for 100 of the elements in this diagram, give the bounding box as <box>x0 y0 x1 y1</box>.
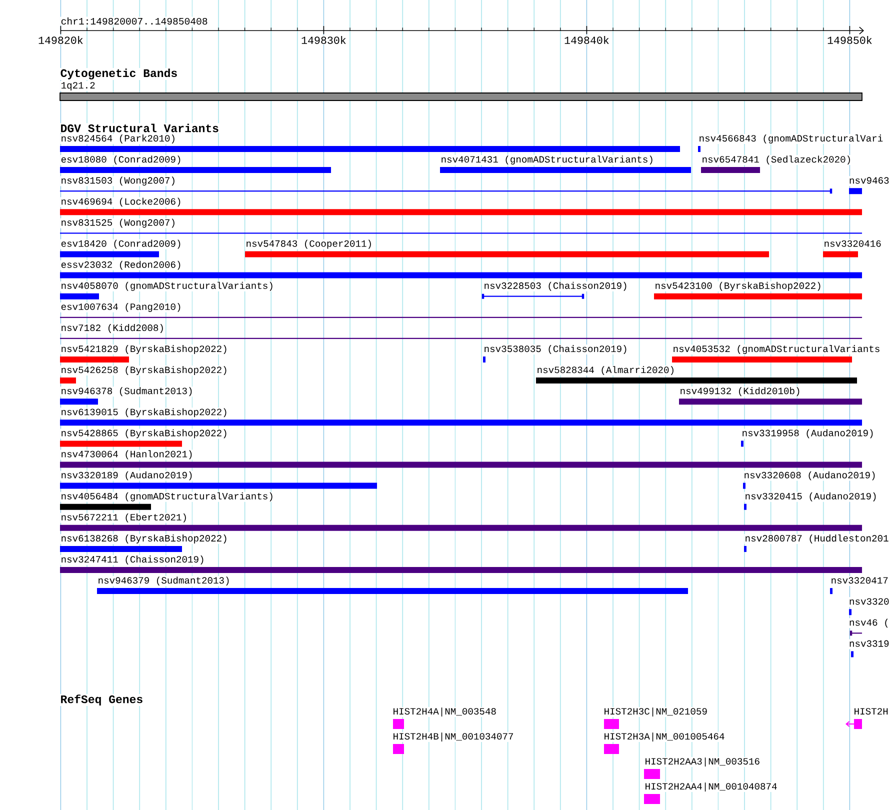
gene-box: HIST2H2AA3|NM_003516 <box>644 757 761 779</box>
node-label: nsv4566843 (gnomADStructuralVari <box>700 134 883 144</box>
gene-box: HIST2H4A|NM_003548 <box>392 707 498 729</box>
variant-bar: nsv9463 <box>848 176 890 194</box>
node-label: nsv5423100 (ByrskaBishop2022) <box>656 282 820 291</box>
node-label: HIST2H4A|NM_003548 <box>394 708 496 716</box>
node-label: HIST2H3A|NM_001005464 <box>604 732 724 742</box>
variant-line: esv1007634 (Pang2010) <box>60 302 862 318</box>
node-label: nsv946378 (Sudmant2013) <box>62 387 192 396</box>
gene-box: HIST2H <box>853 707 889 729</box>
node-label: nsv5426258 (ByrskaBishop2022) <box>62 366 226 376</box>
node-label: nsv4058070 (gnomADStructuralVariants) <box>62 282 272 291</box>
variant-bar: nsv5672211 (Ebert2021) <box>60 512 862 531</box>
variant-line: nsv46 ( <box>848 618 890 636</box>
variant-bar: nsv3320415 (Audano2019) <box>744 492 878 510</box>
variant-bar: nsv4566843 (gnomADStructuralVari <box>698 134 884 152</box>
node-label: HIST2H2AA4|NM_001040874 <box>646 782 777 792</box>
variant-bar: nsv6138268 (ByrskaBishop2022) <box>60 534 228 552</box>
variant-bar: esv18420 (Conrad2009) <box>60 239 182 258</box>
tick-label: 149850k <box>826 35 873 45</box>
node-label: nsv3319958 (Audano2019) <box>742 429 873 438</box>
node-label: nsv946379 (Sudmant2013) <box>98 576 229 586</box>
node-label: nsv5828344 (Almarri2020) <box>538 366 674 376</box>
node-label: essv23032 (Redon2006) <box>61 260 180 270</box>
gene-box: HIST2H3C|NM_021059 <box>603 707 708 729</box>
node-label: nsv5672211 (Ebert2021) <box>62 513 186 522</box>
node-label: nsv3320189 (Audano2019) <box>62 471 192 480</box>
variant-bar: nsv2800787 (Huddleston201 <box>744 534 890 552</box>
variant-bar: nsv5421829 (ByrskaBishop2022) <box>60 344 228 362</box>
gene-box: HIST2H4B|NM_001034077 <box>392 732 514 754</box>
node-label: nsv4071431 (gnomADStructuralVariants) <box>442 156 652 165</box>
variant-bar: nsv946379 (Sudmant2013) <box>97 576 688 594</box>
node-label: nsv6139015 (ByrskaBishop2022) <box>62 408 226 418</box>
node-label: nsv2800787 (Huddleston201 <box>746 534 888 544</box>
variant-bar: esv18080 (Conrad2009) <box>60 155 331 174</box>
node-label: nsv3538035 (Chaisson2019) <box>484 345 626 354</box>
node-label: nsv547843 (Cooper2011) <box>246 240 371 249</box>
node-label: nsv469694 (Locke2006) <box>62 198 180 207</box>
variant-line: nsv831503 (Wong2007) <box>60 176 832 194</box>
node-label: nsv3320417 <box>832 577 888 584</box>
variant-bar: nsv4056484 (gnomADStructuralVariants) <box>60 492 275 510</box>
variant-bar: nsv499132 (Kidd2010b) <box>679 386 862 405</box>
variant-bar: nsv5428865 (ByrskaBishop2022) <box>60 428 228 447</box>
gene-box: HIST2H2AA4|NM_001040874 <box>644 782 778 804</box>
variant-bar: nsv4071431 (gnomADStructuralVariants) <box>440 155 691 174</box>
node-label: 1q21.2 <box>61 82 95 90</box>
variant-bar: nsv3320416 <box>823 239 882 258</box>
node-label: HIST2H4B|NM_001034077 <box>394 732 514 742</box>
variant-bar: essv23032 (Redon2006) <box>60 260 862 278</box>
variant-bar: nsv6547841 (Sedlazeck2020) <box>701 155 852 174</box>
variant-line: nsv3228503 (Chaisson2019) <box>482 281 628 299</box>
node-label: nsv3247411 (Chaisson2019) <box>62 556 204 564</box>
node-label: nsv499132 (Kidd2010b) <box>680 387 800 396</box>
node-label: esv18420 (Conrad2009) <box>61 240 180 249</box>
variant-line: nsv831525 (Wong2007) <box>60 218 862 234</box>
node-label: nsv824564 (Park2010) <box>62 134 174 144</box>
node-label: nsv3319 <box>850 640 889 647</box>
variant-line: nsv7182 (Kidd2008) <box>60 323 862 339</box>
node-label: nsv3320416 <box>824 240 881 247</box>
node-label: nsv9463 <box>850 177 889 184</box>
node-label: esv18080 (Conrad2009) <box>61 156 180 165</box>
variant-bar: nsv5426258 (ByrskaBishop2022) <box>60 366 228 384</box>
variant-bar: nsv3319 <box>848 639 890 658</box>
variant-bar: nsv3320189 (Audano2019) <box>60 470 377 489</box>
node-label: HIST2H2AA3|NM_003516 <box>646 758 760 766</box>
tick-label: 149840k <box>563 35 610 45</box>
variant-bar: nsv5423100 (ByrskaBishop2022) <box>654 281 862 300</box>
tick-label: 149820k <box>37 35 84 45</box>
node-label: nsv3320608 (Audano2019) <box>744 471 875 480</box>
variant-bar: nsv3319958 (Audano2019) <box>741 428 875 447</box>
variant-bar: nsv946378 (Sudmant2013) <box>60 386 194 405</box>
variant-bar: nsv3320608 (Audano2019) <box>743 470 877 489</box>
node-label: nsv5428865 (ByrskaBishop2022) <box>62 429 226 438</box>
node-label: nsv6138268 (ByrskaBishop2022) <box>62 534 226 544</box>
node-label: nsv3320415 (Audano2019) <box>746 492 876 502</box>
chromosome-band: 1q21.2 <box>60 81 862 101</box>
variant-bar: nsv5828344 (Almarri2020) <box>536 366 858 384</box>
variant-bar: nsv4730064 (Hanlon2021) <box>60 450 862 468</box>
variant-bar: nsv4058070 (gnomADStructuralVariants) <box>60 281 275 300</box>
variant-bar: nsv6139015 (ByrskaBishop2022) <box>60 408 862 426</box>
variant-bar: nsv547843 (Cooper2011) <box>245 239 770 258</box>
node-label: nsv4730064 (Hanlon2021) <box>62 450 192 460</box>
gene-box: HIST2H3A|NM_001005464 <box>603 732 726 754</box>
node-label: nsv4056484 (gnomADStructuralVariants) <box>62 492 272 502</box>
node-label: HIST2H3C|NM_021059 <box>604 708 707 716</box>
variant-bar: nsv3538035 (Chaisson2019) <box>483 344 628 362</box>
node-label: nsv5421829 (ByrskaBishop2022) <box>62 345 226 354</box>
track-heading: DGV Structural Variants <box>60 123 220 133</box>
node-label: nsv4053532 (gnomADStructuralVariants <box>674 345 880 354</box>
node-label: nsv6547841 (Sedlazeck2020) <box>702 156 850 165</box>
track-heading: RefSeq Genes <box>60 694 144 706</box>
variant-bar: nsv3320417 <box>830 576 890 594</box>
node-label: nsv3320 <box>850 598 889 605</box>
variant-bar: nsv469694 (Locke2006) <box>60 197 862 216</box>
tick-label: 149830k <box>300 35 347 45</box>
node-label: HIST2H <box>854 708 888 715</box>
variant-bar: nsv824564 (Park2010) <box>60 134 680 152</box>
variant-bar: nsv3247411 (Chaisson2019) <box>60 555 862 573</box>
variant-bar: nsv4053532 (gnomADStructuralVariants <box>672 344 881 362</box>
variant-bar: nsv3320 <box>848 597 890 616</box>
